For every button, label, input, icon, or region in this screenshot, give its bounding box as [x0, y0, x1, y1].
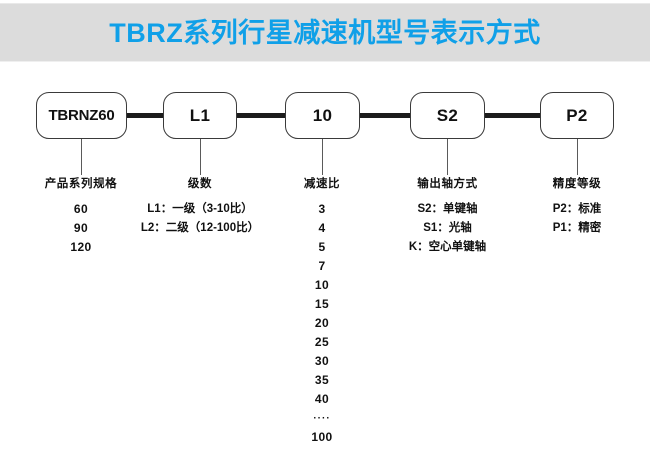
column-entry: P2：标准 [552, 203, 602, 215]
header-band: TBRZ系列行星减速机型号表示方式 [0, 3, 650, 62]
column-entry: 20 [314, 316, 330, 330]
column-entry: L2：二级（12-100比） [140, 222, 260, 234]
column-entry: P1：精密 [552, 222, 602, 234]
chain-box-label: 10 [312, 105, 333, 125]
chain-box-label: P2 [566, 105, 588, 125]
drop-line-5 [577, 139, 579, 175]
chain-box-series[interactable]: TBRNZ60 [36, 92, 127, 139]
column-entry: 60 [73, 202, 89, 216]
column-entry: 10 [314, 278, 330, 292]
column-entry: 30 [314, 354, 330, 368]
column-entry: 100 [311, 430, 333, 444]
drop-line-4 [447, 139, 449, 175]
column-precision-grade: 精度等级 P2：标准 P1：精密 [517, 175, 637, 238]
drop-line-1 [81, 139, 83, 175]
column-entry: L1：一级（3-10比） [147, 203, 253, 215]
connector-line-2 [230, 113, 292, 118]
column-product-series: 产品系列规格 60 90 120 [21, 175, 141, 257]
chain-box-ratio[interactable]: 10 [285, 92, 360, 139]
chain-box-output-shaft[interactable]: S2 [410, 92, 485, 139]
chain-box-label: S2 [436, 105, 459, 125]
column-entry: K：空心单键轴 [408, 241, 487, 253]
column-entry: 40 [314, 392, 330, 406]
column-heading: 精度等级 [552, 178, 602, 190]
column-output-shaft: 输出轴方式 S2：单键轴 S1：光轴 K：空心单键轴 [385, 175, 510, 257]
column-entry: 120 [70, 240, 92, 254]
page-title: TBRZ系列行星减速机型号表示方式 [109, 18, 541, 48]
column-entry-ellipsis: ···· [313, 413, 331, 424]
column-entry: 35 [314, 373, 330, 387]
column-entry: 15 [314, 297, 330, 311]
column-heading: 产品系列规格 [44, 178, 118, 190]
column-entry: 7 [318, 259, 326, 273]
chain-box-stage[interactable]: L1 [163, 92, 237, 139]
column-entry: 5 [318, 240, 326, 254]
column-entry: 3 [318, 202, 326, 216]
column-reduction-ratio: 减速比 3 4 5 7 10 15 20 25 30 35 40 ···· 10… [262, 175, 382, 447]
connector-line-1 [120, 113, 172, 118]
column-entry: 90 [73, 221, 89, 235]
column-heading: 输出轴方式 [417, 178, 478, 190]
column-heading: 级数 [187, 178, 213, 190]
column-entry: S1：光轴 [423, 222, 472, 234]
drop-line-3 [322, 139, 324, 175]
chain-box-precision[interactable]: P2 [540, 92, 614, 139]
column-entry: 25 [314, 335, 330, 349]
chain-box-label: L1 [189, 105, 211, 125]
column-heading: 减速比 [303, 178, 341, 190]
chain-box-label: TBRNZ60 [48, 107, 115, 124]
column-entry: S2：单键轴 [417, 203, 478, 215]
connector-line-3 [353, 113, 417, 118]
column-entry: 4 [318, 221, 326, 235]
drop-line-2 [200, 139, 202, 175]
connector-line-4 [478, 113, 542, 118]
column-stage-count: 级数 L1：一级（3-10比） L2：二级（12-100比） [120, 175, 280, 238]
